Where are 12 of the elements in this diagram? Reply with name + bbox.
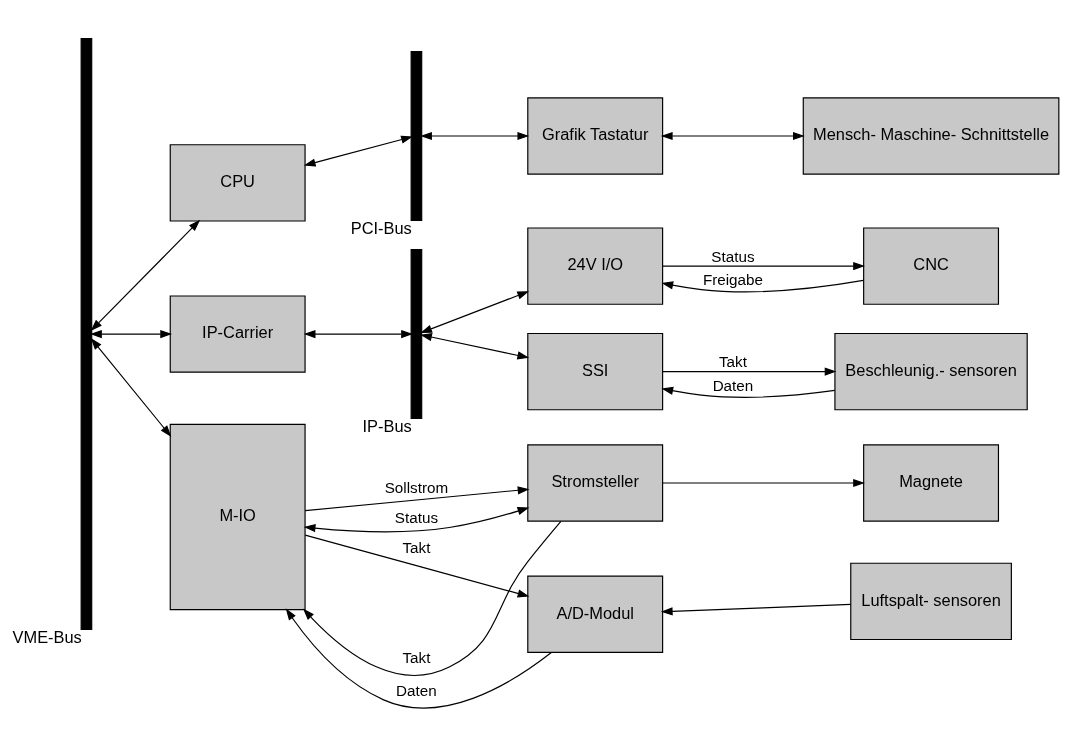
node-label: VME-Bus xyxy=(12,627,82,646)
node-label: PCI-Bus xyxy=(350,218,412,237)
edge-label: Sollstrom xyxy=(384,478,449,496)
edge-label: Takt xyxy=(718,353,747,371)
edge-label: Takt xyxy=(402,538,431,556)
edge-label: Freigabe xyxy=(702,271,763,289)
edge-label: Takt xyxy=(402,648,431,666)
edge-label: Status xyxy=(711,247,755,265)
edge-label: Status xyxy=(394,509,438,527)
node-label: IP-Bus xyxy=(362,416,412,435)
edge-label: Daten xyxy=(712,376,754,394)
edge-label: Daten xyxy=(396,681,437,699)
